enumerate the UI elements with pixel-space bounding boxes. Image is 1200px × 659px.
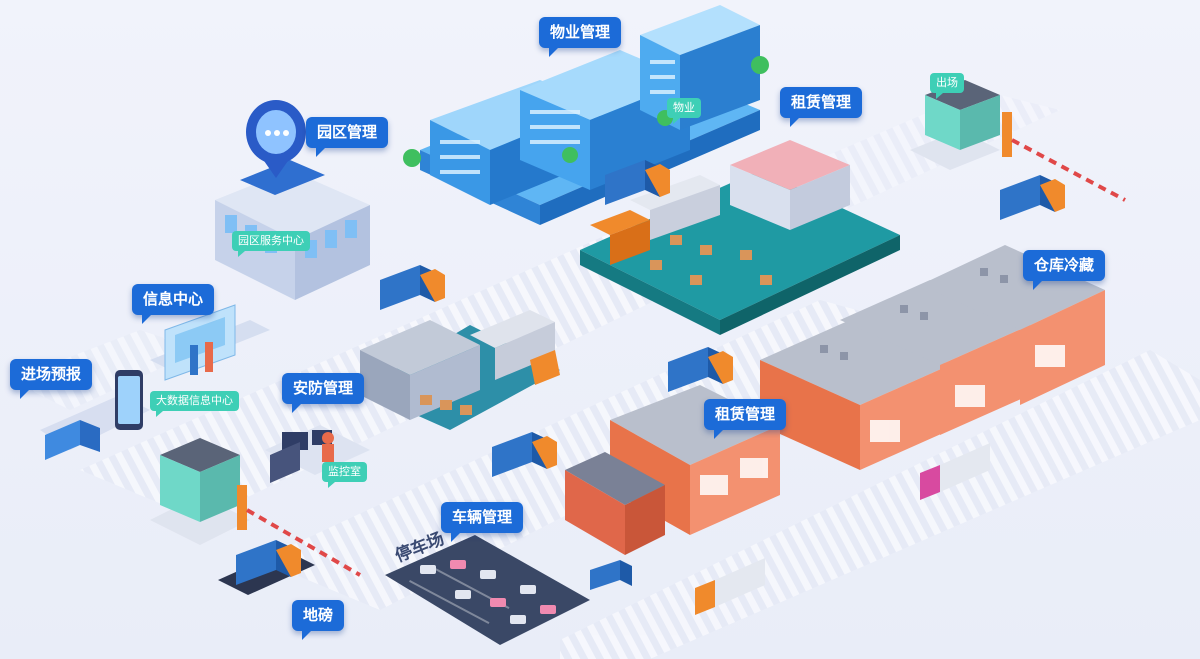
tag-vehicle-management[interactable]: 车辆管理 — [441, 502, 524, 542]
tag-lease-management-top[interactable]: 租赁管理 — [780, 87, 863, 127]
security-warehouse — [360, 310, 560, 430]
tag-security-management[interactable]: 安防管理 — [282, 373, 365, 413]
mini-park-service-center[interactable]: 园区服务中心 — [232, 231, 310, 257]
exit-gate — [910, 80, 1126, 202]
info-center-screens — [150, 304, 270, 381]
entry-forecast-phone — [40, 370, 150, 460]
monitor-room — [265, 425, 370, 483]
trucks — [236, 160, 1065, 615]
mini-property[interactable]: 物业 — [667, 98, 701, 124]
parking-lot — [385, 535, 590, 645]
mini-monitor-room[interactable]: 监控室 — [322, 462, 367, 488]
lease-warehouse-top — [580, 140, 900, 335]
tag-cold-storage[interactable]: 仓库冷藏 — [1023, 250, 1106, 290]
tag-entry-forecast[interactable]: 进场预报 — [10, 359, 93, 399]
tag-weighbridge[interactable]: 地磅 — [292, 600, 345, 640]
tag-info-center[interactable]: 信息中心 — [132, 284, 215, 324]
mini-exit[interactable]: 出场 — [930, 73, 964, 99]
tag-park-management[interactable]: 园区管理 — [306, 117, 389, 157]
tag-lease-management-mid[interactable]: 租赁管理 — [704, 399, 787, 439]
cold-storage-warehouses — [760, 245, 1105, 470]
mini-big-data-center[interactable]: 大数据信息中心 — [150, 391, 239, 417]
tag-property-management[interactable]: 物业管理 — [539, 17, 622, 57]
